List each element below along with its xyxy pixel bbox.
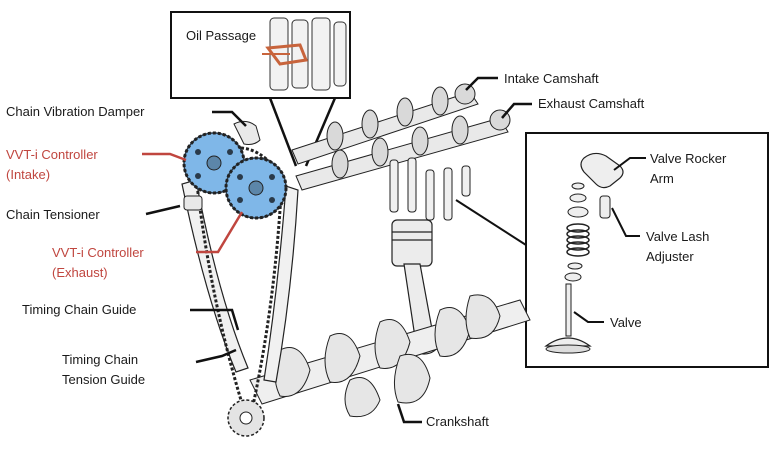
oil-passage-inset [170,11,351,99]
valve-inset-pointer [455,199,527,246]
label-valve-rocker-arm-line2: Arm [650,171,674,186]
crankshaft [249,294,531,418]
label-crankshaft: Crankshaft [426,414,489,429]
label-valve-lash-adjuster-line1: Valve Lash [646,229,710,244]
valve-inset [525,132,769,368]
label-vvti-exhaust-line2: (Exhaust) [52,265,108,280]
label-chain-tensioner: Chain Tensioner [6,207,100,222]
label-exhaust-camshaft: Exhaust Camshaft [538,96,645,111]
label-timing-chain-tension-guide-line1: Timing Chain [62,352,139,367]
label-valve: Valve [610,315,642,330]
chain-vibration-damper-part [233,120,261,145]
label-chain-vibration-damper: Chain Vibration Damper [6,104,145,119]
chain-tensioner-part [183,195,203,211]
crank-sprocket [227,399,265,437]
camshafts [291,83,511,221]
leader-lines [145,76,532,424]
chain-guides [181,179,299,383]
label-vvti-intake-line2: (Intake) [6,167,51,182]
label-valve-rocker-arm-line1: Valve Rocker [650,151,727,166]
label-vvti-exhaust-line1: VVT-i Controller [52,245,144,260]
red-leader-lines [142,152,244,254]
label-timing-chain-tension-guide-line2: Tension Guide [62,372,146,387]
label-valve-lash-adjuster-line2: Adjuster [646,249,694,264]
label-oil-passage: Oil Passage [186,28,257,43]
label-intake-camshaft: Intake Camshaft [504,71,599,86]
vvti-exhaust-controller [224,156,288,220]
label-vvti-intake-line1: VVT-i Controller [6,147,98,162]
label-timing-chain-guide: Timing Chain Guide [22,302,137,317]
